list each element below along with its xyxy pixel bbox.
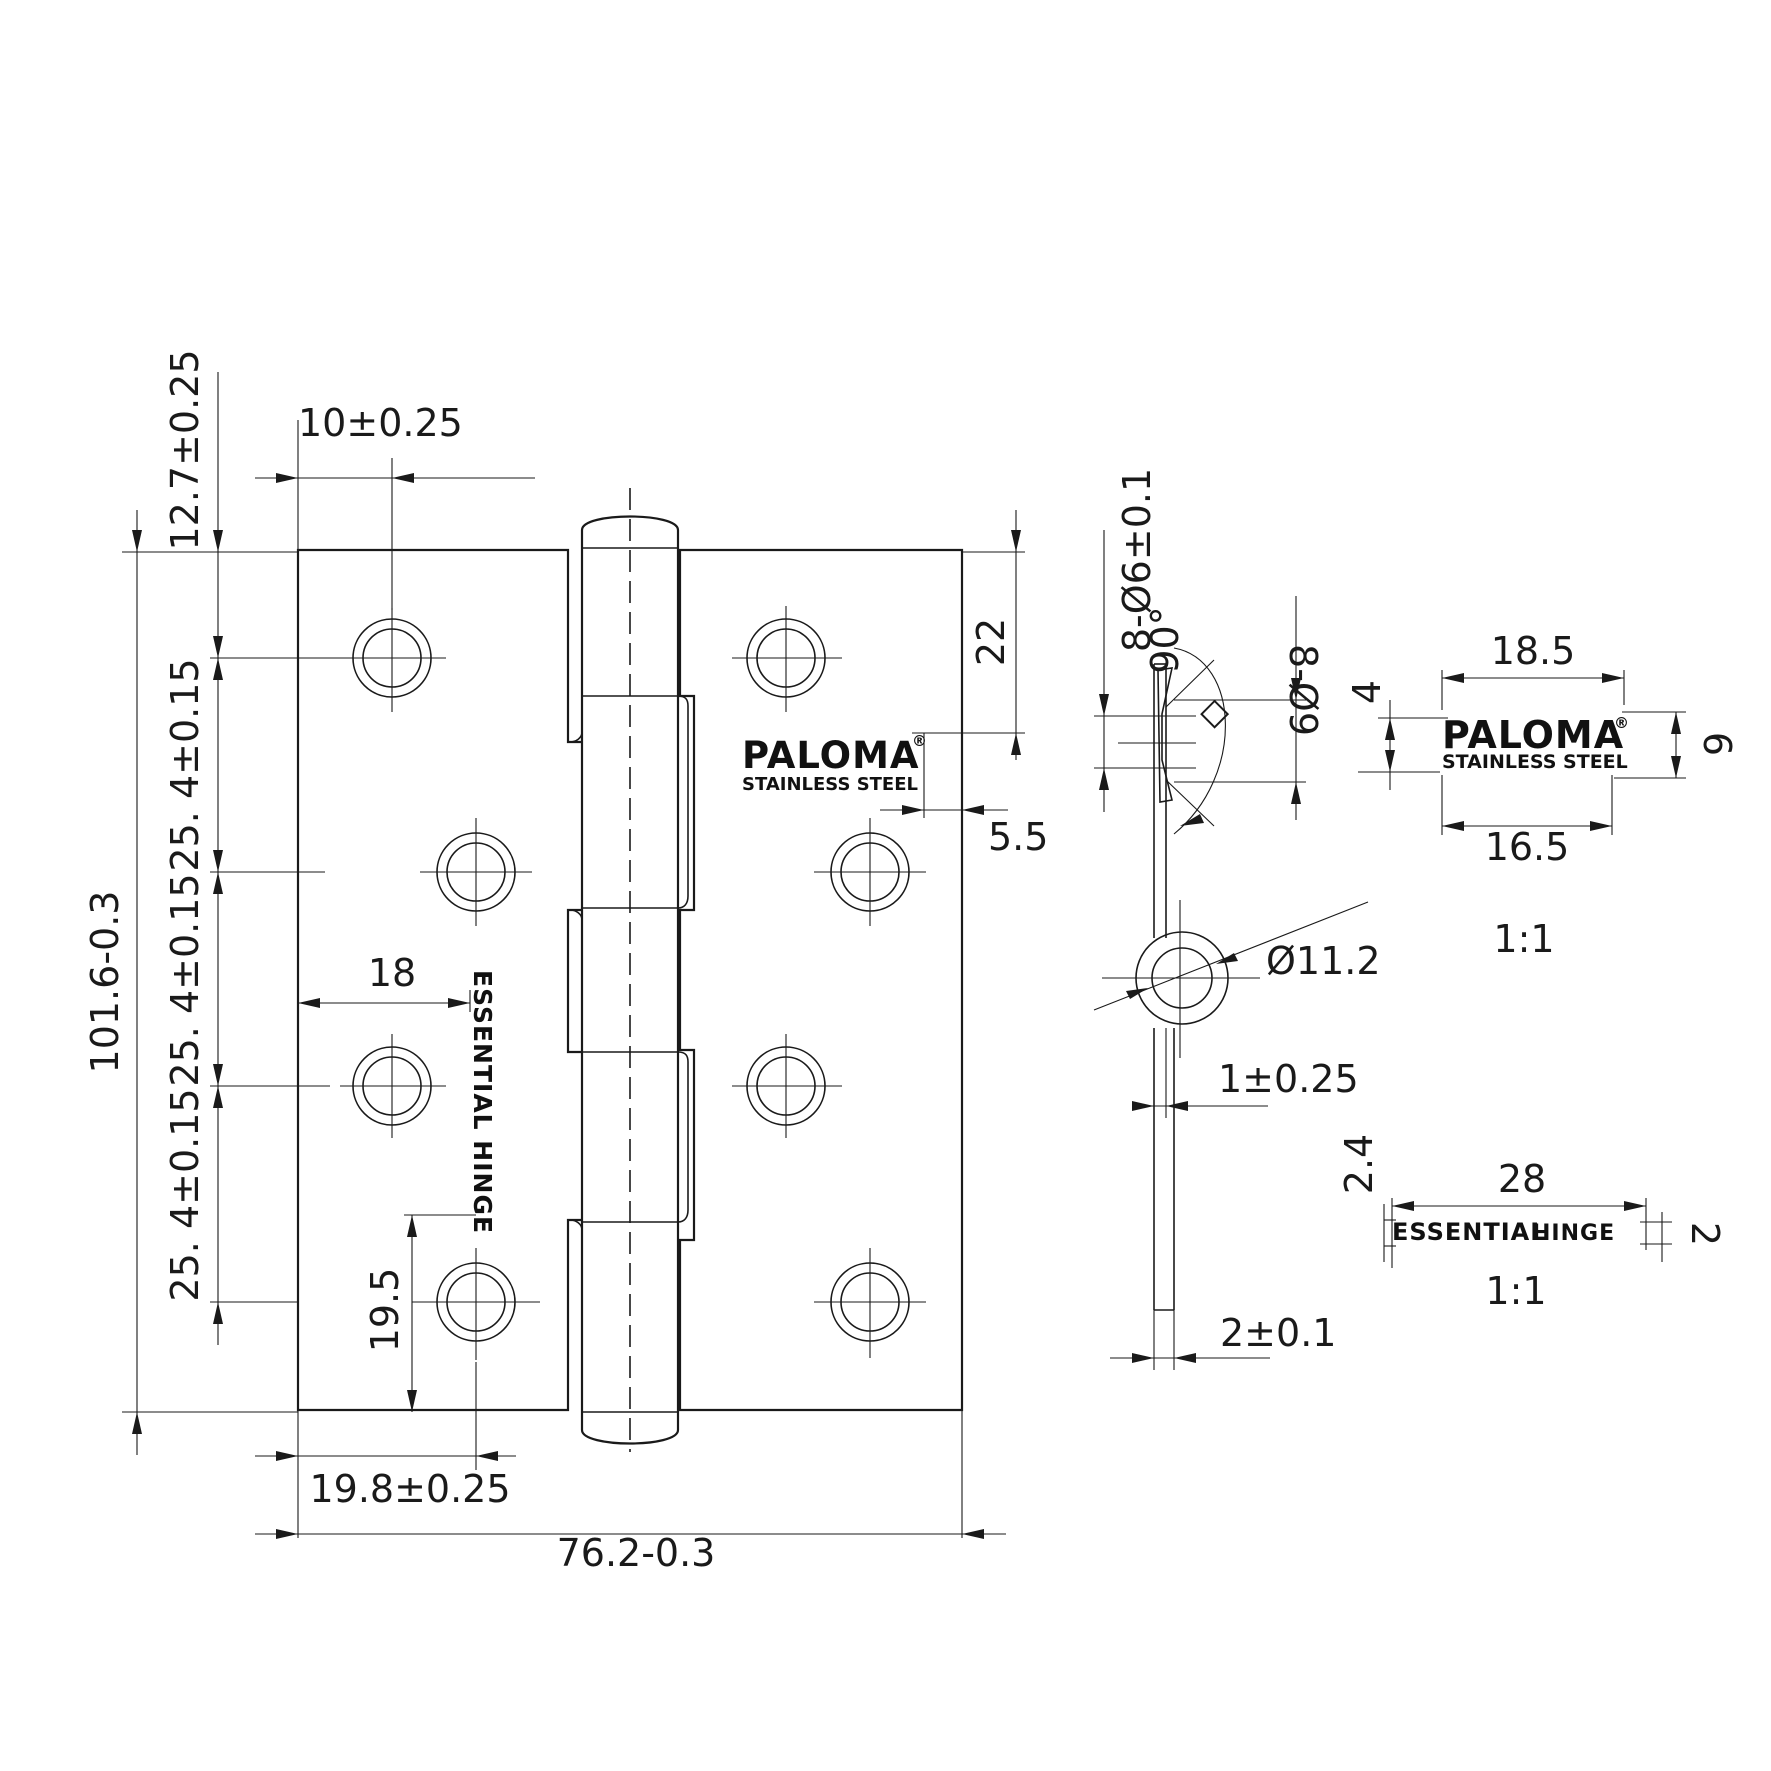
dim-bottom-left: 19.8±0.25 — [309, 1467, 510, 1511]
hinge-barrel — [580, 515, 680, 1445]
logo-subtitle: STAINLESS STEEL — [742, 774, 918, 795]
logo-detail: PALOMA ® STAINLESS STEEL 18.5 16.5 4 6 1… — [1345, 629, 1739, 961]
side-dimensions: 8-Ø6±0.1 90° 8-Ø9 Ø11.2 1±0.25 2±0.1 — [1094, 468, 1381, 1370]
screw-hole — [814, 818, 926, 926]
right-leaf — [678, 548, 964, 1412]
dim-logo-height-right: 6 — [1695, 732, 1739, 756]
dim-pitch-1: 25. 4±0.15 — [163, 658, 207, 871]
screw-hole — [732, 606, 842, 712]
paloma-logo: PALOMA ® STAINLESS STEEL — [742, 732, 927, 795]
detail-logo-text: PALOMA — [1442, 713, 1624, 757]
logo-detail-scale: 1:1 — [1493, 917, 1554, 961]
dim-hole-offset-top: 10±0.25 — [298, 401, 463, 445]
dim-knuckle: Ø11.2 — [1266, 939, 1381, 983]
dim-overall-width: 76.2-0.3 — [557, 1531, 716, 1575]
dim-countersink-holes: 8-Ø6±0.1 — [1115, 468, 1159, 652]
dim-pitch-2: 25. 4±0.15 — [163, 873, 207, 1086]
logo-text: PALOMA — [742, 734, 920, 777]
screw-hole — [814, 1248, 926, 1358]
dim-outer-holes: 8-Ø9 — [1281, 644, 1325, 736]
dim-engraving-offset: 18 — [368, 951, 416, 995]
dim-angle: 90° — [1143, 606, 1187, 673]
dim-logo-width-top: 18.5 — [1491, 629, 1576, 673]
dim-logo-top: 22 — [969, 618, 1013, 666]
engraving-detail: ESSENTIAL HINGE 28 2.4 2 1:1 — [1337, 1134, 1727, 1313]
detail-engraving-a: ESSENTIAL — [1392, 1218, 1547, 1246]
dim-logo-side: 5.5 — [988, 815, 1048, 859]
dim-engraving-height-right: 2 — [1683, 1222, 1727, 1246]
dim-gap: 1±0.25 — [1218, 1057, 1359, 1101]
screw-hole — [340, 1034, 446, 1138]
detail-logo-subtitle: STAINLESS STEEL — [1442, 751, 1628, 773]
dim-bottom-hole: 19.5 — [363, 1268, 407, 1353]
detail-engraving-b: HINGE — [1532, 1221, 1615, 1246]
registered-mark: ® — [912, 732, 927, 750]
detail-registered-mark: ® — [1614, 714, 1629, 732]
center-mark: ◇ — [1200, 689, 1230, 733]
front-dimensions: 101.6-0.3 12.7±0.25 25. 4±0.15 25. 4±0.1… — [83, 349, 1048, 1575]
engraving-detail-scale: 1:1 — [1485, 1269, 1546, 1313]
left-leaf — [296, 548, 586, 1412]
dim-thickness: 2±0.1 — [1220, 1311, 1336, 1355]
engraving-text: ESSENTIAL HINGE — [468, 970, 497, 1234]
screw-hole — [412, 1248, 540, 1360]
dim-engraving-height-left: 2.4 — [1337, 1134, 1381, 1194]
dim-pitch-3: 25. 4±0.15 — [163, 1088, 207, 1301]
dim-engraving-length: 28 — [1498, 1157, 1546, 1201]
dim-logo-height-left: 4 — [1345, 680, 1389, 704]
dim-top-offset: 12.7±0.25 — [163, 349, 207, 550]
dim-overall-height: 101.6-0.3 — [83, 891, 127, 1074]
front-view — [296, 488, 964, 1452]
side-view: ◇ — [1093, 647, 1369, 1311]
screw-hole — [732, 1034, 842, 1138]
screw-hole — [420, 818, 532, 926]
dim-logo-width-bottom: 16.5 — [1485, 825, 1570, 869]
